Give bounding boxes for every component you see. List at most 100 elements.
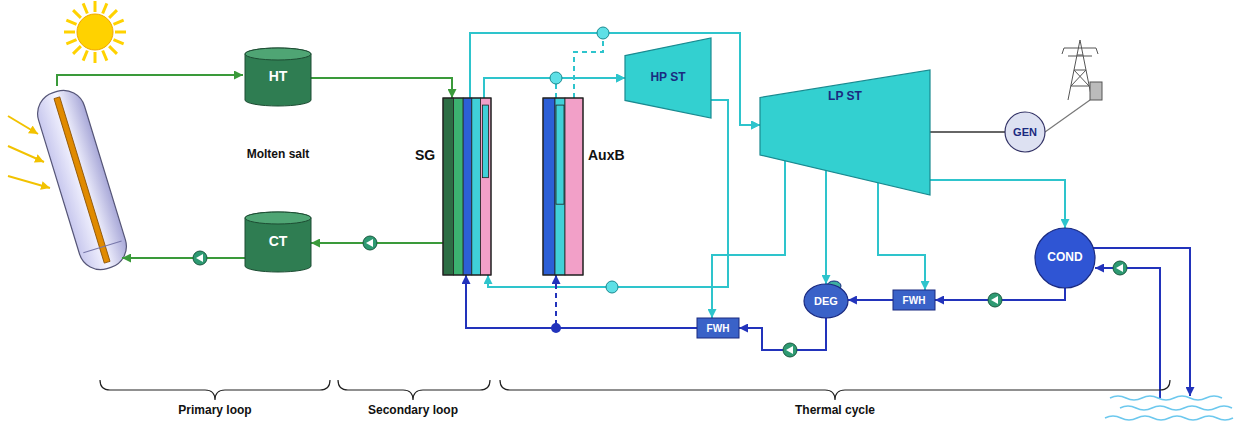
pipe-connector <box>848 299 893 301</box>
collector-trough <box>32 85 132 275</box>
sun-ray <box>94 52 97 63</box>
collector-rim <box>83 241 121 253</box>
loop-label: Secondary loop <box>368 404 458 417</box>
lp-turbine-outline <box>760 70 930 195</box>
pipe-connector <box>311 78 452 98</box>
steam-generator: SG <box>443 98 491 275</box>
exchanger-section <box>463 98 472 275</box>
exchanger-section <box>565 98 583 275</box>
hp-turbine-shape <box>625 38 711 118</box>
steam-generator-outline <box>443 98 491 275</box>
pylon-arms <box>1062 48 1098 56</box>
loop-label: Primary loop <box>178 404 251 417</box>
pump <box>1113 261 1127 275</box>
sun-ray <box>115 31 126 34</box>
lp-turbine-shape <box>760 70 930 195</box>
hot-tank: HT <box>245 48 311 106</box>
cooling-water-out <box>1093 248 1190 396</box>
pump-body <box>363 236 377 250</box>
sun-ray <box>109 46 117 54</box>
cold-tank-label: CT <box>269 234 288 249</box>
sunlight-arrow <box>8 176 50 188</box>
sun-rays <box>64 1 126 63</box>
sun-ray <box>113 40 123 44</box>
condenser-shape <box>1035 228 1095 288</box>
steam-generator-shape <box>443 98 491 275</box>
pipe-connector <box>930 180 1065 228</box>
feedwater-heater: FWH <box>697 318 739 338</box>
cold-tank: CT <box>245 212 311 272</box>
steam-drum <box>482 105 488 178</box>
auxiliary-boiler-outline <box>543 98 583 275</box>
feedwater-heater-shape <box>697 318 739 338</box>
loop-brackets <box>100 380 1170 400</box>
bracket <box>338 380 490 400</box>
sunlight-arrow <box>8 146 44 162</box>
auxiliary-boiler-label: AuxB <box>588 148 625 163</box>
tank-lid <box>245 212 311 224</box>
sun-ray <box>113 20 123 24</box>
pipe-connector <box>878 183 925 290</box>
dashed-pipe <box>574 33 760 125</box>
pump-body <box>988 293 1002 307</box>
pipe-connector <box>466 275 697 328</box>
lp-turbine: LP ST <box>760 70 930 195</box>
feedwater-heater: FWH <box>893 290 935 310</box>
condenser-label: COND <box>1047 251 1082 264</box>
pump <box>783 343 797 357</box>
auxiliary-boiler-shape <box>543 98 583 275</box>
sun-ray <box>109 10 117 18</box>
deaerator-label: DEG <box>814 295 838 307</box>
pump <box>193 251 207 265</box>
pump-body <box>193 251 207 265</box>
pipe-connector <box>825 171 827 284</box>
generator-shape <box>1005 112 1045 152</box>
exchanger-section <box>543 98 555 275</box>
bracket <box>500 380 1170 400</box>
pump-mark <box>786 346 793 354</box>
exchanger-section <box>454 98 464 275</box>
sun-ray <box>66 20 76 24</box>
sun-ray <box>73 10 81 18</box>
exchanger-section <box>443 98 454 275</box>
loop-label: Thermal cycle <box>795 404 875 417</box>
pump <box>988 293 1002 307</box>
pump-body <box>783 343 797 357</box>
cooling-water-in <box>1095 268 1160 398</box>
valve <box>597 27 609 39</box>
water-wave <box>1105 416 1233 420</box>
grid-wire <box>1045 100 1090 132</box>
cold-salt-pipe <box>122 257 245 259</box>
exchanger-section <box>480 98 491 275</box>
bracket <box>100 380 330 400</box>
tank-lid <box>245 48 311 60</box>
hot-salt-pipe <box>57 75 243 86</box>
pump <box>363 236 377 250</box>
valve <box>550 72 562 84</box>
hp-turbine: HP ST <box>625 38 711 118</box>
pump-mark <box>991 296 998 304</box>
receiver-tube <box>54 97 110 263</box>
generator-label: GEN <box>1013 126 1037 138</box>
sun <box>77 14 113 50</box>
exchanger-section <box>555 98 565 275</box>
water-body <box>1105 396 1233 420</box>
hot-tank-shape <box>245 48 311 106</box>
junction-dot <box>551 323 561 333</box>
pipe-connector <box>930 131 1005 133</box>
pipe-connector <box>488 100 728 287</box>
cold-tank-shape <box>245 212 311 272</box>
exchanger-section <box>472 98 481 275</box>
steam-drum <box>556 105 564 204</box>
sun-ray <box>83 50 87 60</box>
pump-mark <box>366 239 373 247</box>
hp-turbine-label: HP ST <box>650 71 685 84</box>
sunlight-arrow <box>8 116 38 134</box>
sun-ray <box>103 3 107 13</box>
feedwater-heater-label: FWH <box>903 295 926 306</box>
pipe-connector <box>470 33 760 125</box>
sun-ray <box>73 46 81 54</box>
sun-ray <box>103 50 107 60</box>
